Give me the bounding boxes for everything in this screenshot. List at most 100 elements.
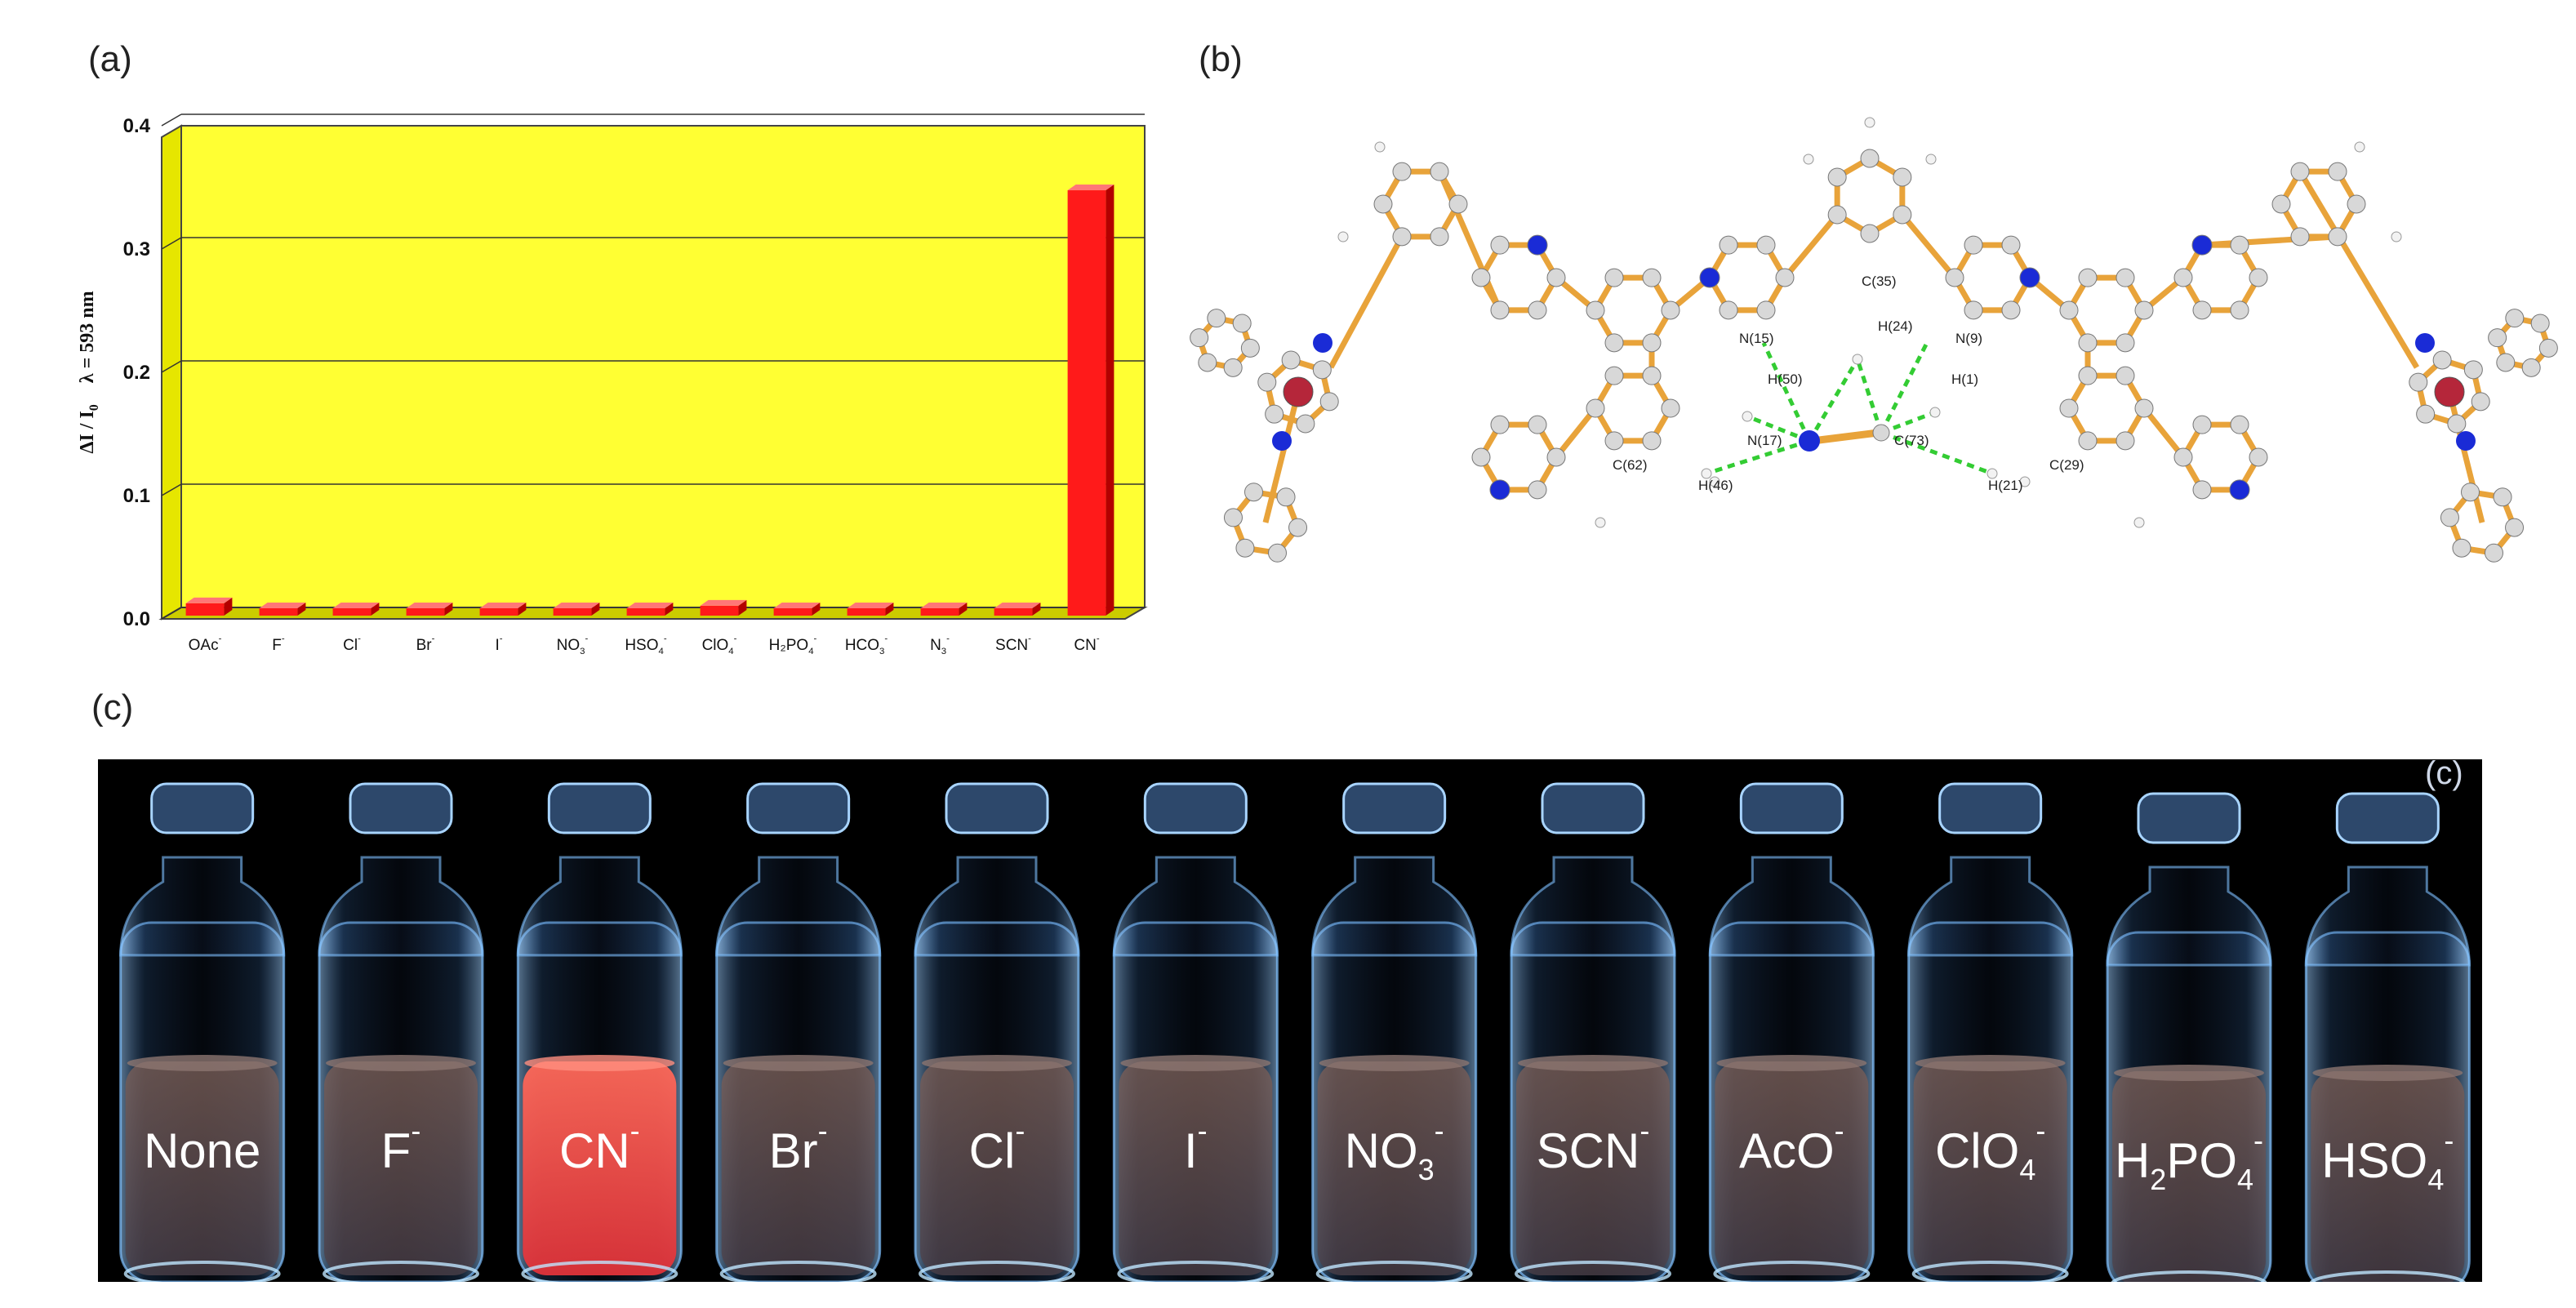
- carbon-atom: [1190, 328, 1209, 348]
- carbon-atom: [2452, 538, 2471, 558]
- carbon-atom: [2493, 487, 2512, 507]
- vial: F-​: [318, 782, 484, 1282]
- carbon-atom: [2116, 431, 2135, 451]
- carbon-atom: [1827, 205, 1847, 225]
- carbon-atom: [2230, 300, 2249, 320]
- bar-side: [665, 602, 674, 616]
- bond: [1328, 235, 1405, 369]
- carbon-atom: [1392, 227, 1412, 247]
- molecule-layer: C(35)H(24)N(15)N(9)H(50)H(1)N(17)C(73)C(…: [1190, 117, 2558, 563]
- atom-label-c29: C(29): [2049, 457, 2084, 473]
- carbon-atom: [2484, 543, 2503, 563]
- vial-lip: [746, 782, 851, 834]
- hydrogen-atom: [2019, 476, 2031, 487]
- vial-lip: [2137, 792, 2241, 844]
- carbon-atom: [1604, 366, 1624, 385]
- vial-liquid: [2112, 1071, 2266, 1282]
- vial-bottom-rim: [123, 1261, 281, 1282]
- x-tick-label: H₂PO4​-​: [769, 634, 817, 656]
- hydrogen-bond: [1706, 438, 1810, 476]
- vial: HSO4​-​: [2304, 792, 2471, 1282]
- bar-side: [444, 602, 453, 616]
- bar-top: [773, 602, 821, 608]
- vial-shoulder: [119, 856, 286, 957]
- bar: [553, 607, 592, 616]
- hydrogen-atom: [1742, 411, 1753, 422]
- carbon-atom: [1661, 398, 1680, 418]
- carbon-atom: [2116, 366, 2135, 385]
- carbon-atom: [1756, 300, 1776, 320]
- bar-top: [553, 602, 600, 608]
- liquid-surface: [2114, 1065, 2264, 1081]
- hydrogen-bond: [1807, 358, 1860, 443]
- nitrogen-atom: [2415, 333, 2435, 353]
- carbon-atom: [2440, 508, 2459, 527]
- carbon-atom: [1642, 431, 1662, 451]
- vial-bottom-rim: [1713, 1261, 1871, 1282]
- nitrogen-atom: [1699, 267, 1720, 288]
- vial-label: Br-​: [769, 1114, 828, 1178]
- vial-shoulder: [715, 856, 882, 957]
- bar-side: [812, 602, 821, 616]
- carbon-atom: [2230, 415, 2249, 434]
- carbon-atom: [1528, 480, 1547, 500]
- vial-label: CN-​: [559, 1114, 640, 1178]
- vials-photo: NoneF-​CN-​Br-​Cl-​I-​NO3​-​SCN-​AcO-​Cl…: [98, 759, 2482, 1282]
- vial-bottom-rim: [1515, 1261, 1671, 1282]
- carbon-atom: [2134, 300, 2154, 320]
- x-tick-label: F-​: [272, 634, 285, 654]
- carbon-atom: [1860, 224, 1880, 243]
- carbon-atom: [1471, 268, 1491, 287]
- carbon-atom: [2173, 447, 2193, 467]
- carbon-atom: [1232, 314, 1252, 333]
- x-tick-label: Br-​: [416, 634, 435, 654]
- vial-bottom-rim: [919, 1261, 1075, 1282]
- liquid-surface: [723, 1055, 874, 1071]
- grid-line-side: [161, 483, 182, 496]
- bar: [332, 607, 371, 616]
- vial-label: F-​: [381, 1114, 421, 1178]
- x-tick-label: Cl-​: [343, 634, 361, 654]
- plot-left-wall: [161, 124, 182, 621]
- hydrogen-atom: [1595, 517, 1606, 528]
- vial: ClO4​-​: [1907, 782, 2074, 1282]
- carbon-atom: [1756, 235, 1776, 255]
- metal-atom-right: [2434, 376, 2465, 407]
- carbon-atom: [1490, 235, 1510, 255]
- vial-shoulder: [914, 856, 1080, 957]
- y-tick-label: 0.1: [123, 485, 150, 507]
- vial: NO3​-​: [1311, 782, 1478, 1282]
- hydrogen-atom: [2354, 141, 2365, 153]
- liquid-surface: [1120, 1055, 1271, 1071]
- carbon-atom: [1546, 268, 1566, 287]
- carbon-atom: [2496, 353, 2516, 372]
- carbon-atom: [2116, 268, 2135, 287]
- carbon-atom: [2249, 447, 2268, 467]
- vial-lip: [945, 782, 1049, 834]
- bond: [2446, 391, 2485, 523]
- carbon-atom: [1430, 162, 1449, 181]
- hydrogen-bond: [1879, 341, 1929, 434]
- carbon-atom: [2271, 194, 2291, 214]
- nitrogen-atom: [2229, 479, 2250, 501]
- hydrogen-bond: [1880, 430, 1993, 476]
- hydrogen-atom: [1701, 468, 1712, 479]
- vial-liquid: [523, 1061, 677, 1275]
- vial-bottom-rim: [521, 1261, 678, 1282]
- carbon-atom: [1235, 538, 1255, 558]
- bar: [626, 607, 665, 616]
- carbon-atom: [1546, 447, 1566, 467]
- hydrogen-atom: [2133, 517, 2145, 528]
- liquid-surface: [1716, 1055, 1867, 1071]
- carbon-atom: [1604, 333, 1624, 353]
- vial: I-​: [1112, 782, 1279, 1282]
- bonds-group: [1196, 155, 2552, 556]
- carbon-atom: [1642, 333, 1662, 353]
- atom-label-h1: H(1): [1951, 371, 1978, 387]
- bar-side: [591, 602, 600, 616]
- carbon-atom: [1827, 167, 1847, 187]
- carbon-atom: [1719, 235, 1738, 255]
- carbon-atom: [2001, 235, 2021, 255]
- bar-top: [332, 602, 380, 608]
- vial-shoulder: [516, 856, 683, 957]
